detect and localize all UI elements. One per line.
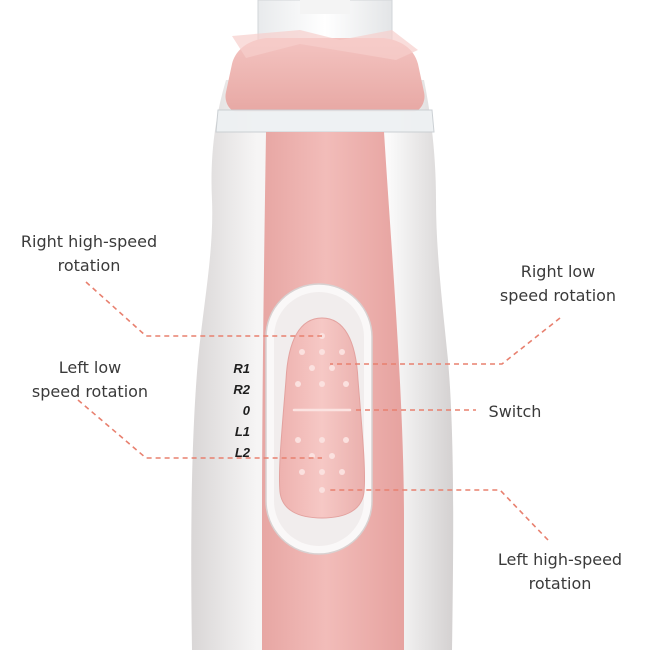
label-right-high-speed: Right high-speed rotation (20, 232, 158, 275)
mark-l2: L2 (234, 445, 250, 460)
leader-lines (77, 281, 561, 541)
clear-rim (215, 109, 435, 133)
label-switch: Switch (488, 402, 542, 421)
label-left-high-speed: Left high-speed rotation (497, 550, 623, 593)
pink-collar (225, 38, 425, 112)
mark-l1: L1 (234, 424, 250, 439)
mark-r2: R2 (233, 382, 250, 397)
slider-grip-dots (295, 333, 349, 493)
label-right-low-speed: Right low speed rotation (499, 262, 617, 305)
label-left-low-speed: Left low speed rotation (31, 358, 149, 401)
leader-right-low (330, 317, 561, 365)
slide-switch[interactable] (278, 317, 366, 519)
leader-right-high (85, 281, 322, 337)
mark-r1: R1 (233, 361, 250, 376)
mark-0: 0 (242, 403, 250, 418)
leader-left-low (77, 399, 322, 459)
clear-cup (257, 0, 393, 41)
leader-left-high (330, 489, 549, 541)
